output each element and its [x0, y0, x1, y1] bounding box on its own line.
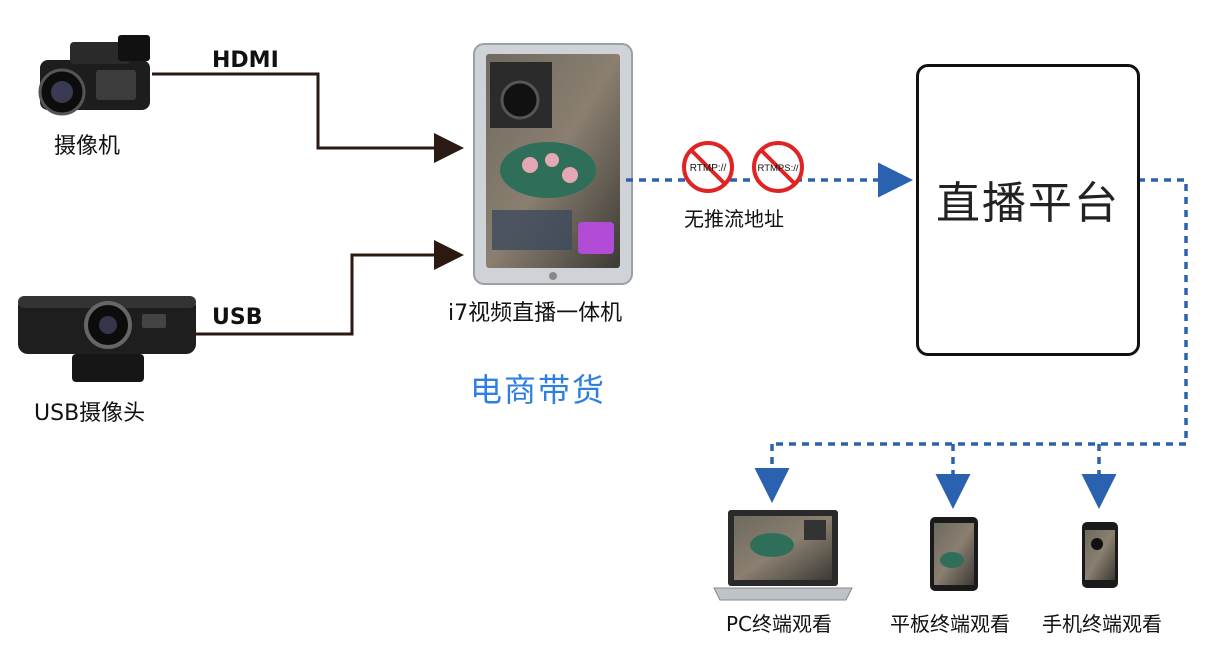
- hdmi-label: HDMI: [212, 48, 279, 73]
- pc-viewer-label: PC终端观看: [726, 612, 833, 636]
- usb-camera-icon: [18, 296, 196, 382]
- no-push-label: 无推流地址: [684, 207, 784, 231]
- prohibit-rtmp-icon: [682, 141, 734, 193]
- i7-device-icon: [473, 43, 633, 285]
- phone-viewer-label: 手机终端观看: [1042, 612, 1162, 636]
- usb-label: USB: [212, 305, 263, 330]
- laptop-icon: [713, 510, 853, 601]
- rtmp-badge-text: RTMP://: [690, 163, 727, 174]
- live-platform-box: 直播平台: [916, 64, 1140, 356]
- usb-link: [196, 240, 464, 336]
- platform-label: 直播平台: [936, 178, 1120, 229]
- usb-camera-label: USB摄像头: [34, 401, 146, 426]
- tablet-icon: [930, 517, 978, 591]
- device-name: i7视频直播一体机: [448, 301, 623, 326]
- camera-label: 摄像机: [54, 134, 121, 159]
- device-tag: 电商带货: [470, 371, 607, 409]
- tablet-viewer-label: 平板终端观看: [890, 612, 1010, 636]
- phone-icon: [1082, 522, 1118, 588]
- prohibit-rtmps-icon: [752, 141, 804, 193]
- rtmps-badge-text: RTMPS://: [758, 163, 799, 174]
- camcorder-icon: [38, 35, 150, 116]
- hdmi-link: [152, 72, 464, 163]
